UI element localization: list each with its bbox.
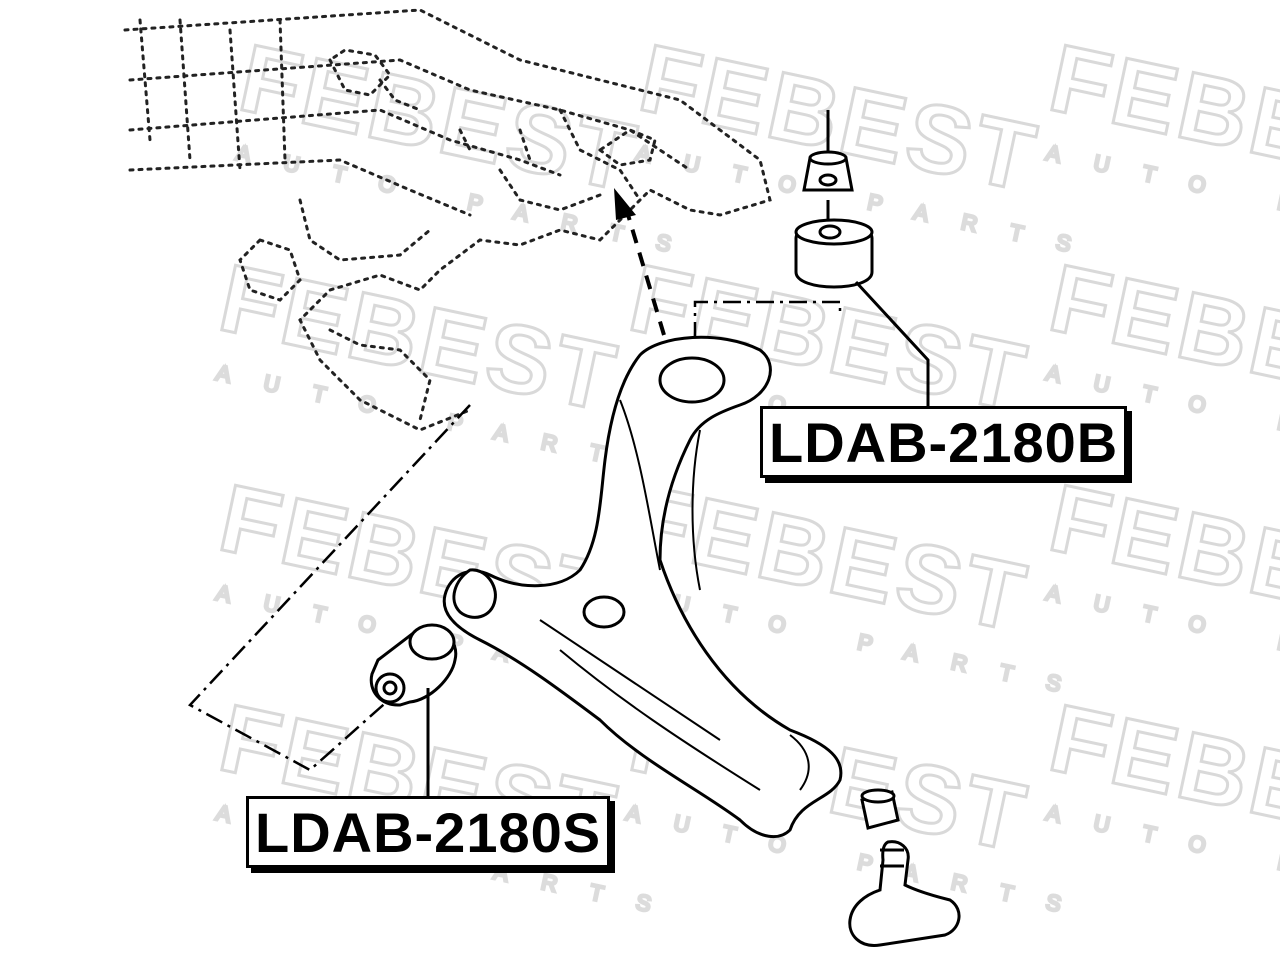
front-bushing-eye <box>452 568 497 619</box>
ball-joint-part <box>848 788 961 947</box>
direction-arrow-head <box>614 188 636 220</box>
part-number-label-2180b: LDAB-2180B <box>760 406 1128 478</box>
part-number-label-2180s: LDAB-2180S <box>246 796 611 868</box>
subframe-outline <box>123 8 772 432</box>
rear-bushing-bore <box>658 356 726 404</box>
leader-line-2180b <box>854 280 930 410</box>
arm-center-hole <box>582 595 626 629</box>
leader-lines <box>426 280 930 800</box>
rear-bushing-part <box>794 110 874 289</box>
assembly-guide-lines <box>187 207 842 772</box>
front-bushing-part <box>369 623 458 707</box>
lower-control-arm <box>442 335 843 839</box>
